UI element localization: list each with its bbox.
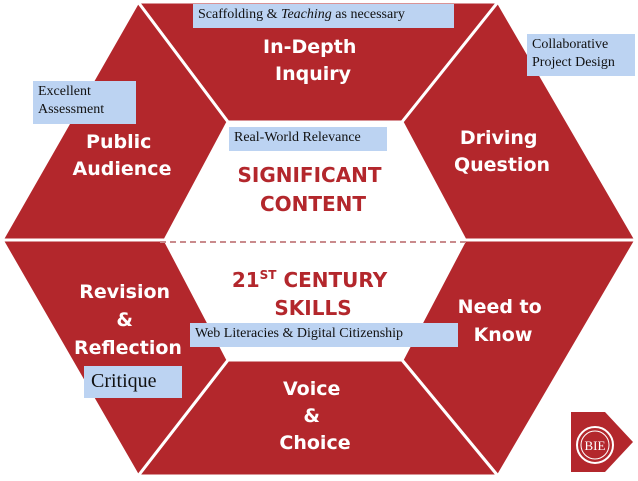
- bie-logo-text: BIE: [585, 438, 606, 453]
- critique-note-text: Critique: [91, 370, 157, 392]
- bie-logo-mark: BIE: [571, 412, 633, 472]
- collaborative-note-line2: Project Design: [532, 55, 615, 70]
- scaffolding-note-emphasis: Teaching: [280, 7, 332, 22]
- significant-content-label: SIGNIFICANT CONTENT: [237, 163, 388, 216]
- relevance-note: Real-World Relevance: [229, 127, 387, 151]
- web-literacies-note-text: Web Literacies & Digital Citizenship: [195, 326, 404, 341]
- scaffolding-note: Scaffolding & Teaching as necessary: [193, 4, 454, 28]
- segment-top-label: In-Depth Inquiry: [263, 36, 363, 85]
- segment-upper-left-label: Public Audience: [73, 131, 172, 180]
- segment-lower-right-label: Need to Know: [458, 296, 549, 346]
- assessment-note: Excellent Assessment: [33, 81, 136, 124]
- scaffolding-note-text: Scaffolding &: [198, 7, 281, 22]
- critique-note: Critique: [84, 366, 182, 398]
- web-literacies-note: Web Literacies & Digital Citizenship: [190, 323, 458, 347]
- assessment-note-line2: Assessment: [38, 102, 105, 117]
- collaborative-note: Collaborative Project Design: [527, 34, 635, 76]
- segment-lower-left-label: Revision & Reflection: [74, 281, 182, 359]
- segment-upper-right-label: Driving Question: [454, 127, 550, 176]
- segment-bottom-label: Voice & Choice: [279, 378, 350, 454]
- bie-logo: BIE: [567, 408, 637, 476]
- collaborative-note-line1: Collaborative: [532, 37, 609, 52]
- century-skills-label: 21ST CENTURY SKILLS: [232, 268, 394, 320]
- assessment-note-line1: Excellent: [38, 84, 91, 99]
- relevance-note-text: Real-World Relevance: [234, 130, 361, 145]
- scaffolding-note-text-end: as necessary: [331, 7, 405, 22]
